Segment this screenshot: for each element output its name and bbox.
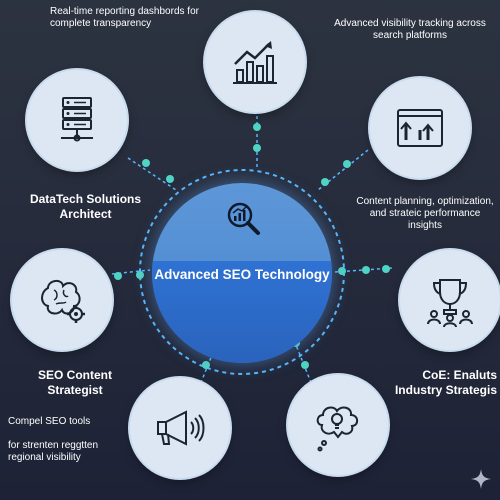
lightbulb-idea-icon bbox=[316, 406, 359, 452]
node-top bbox=[205, 12, 305, 112]
connector-dot bbox=[362, 266, 370, 274]
label-top-right: Advanced visibility tracking across sear… bbox=[334, 18, 486, 41]
connector-top-right bbox=[317, 149, 369, 191]
hub-title: Advanced SEO Technology bbox=[154, 267, 330, 282]
connector-bottom-right bbox=[289, 329, 313, 386]
analytics-growth-icon bbox=[397, 109, 443, 147]
node-bottom-left bbox=[130, 378, 230, 478]
connector-top-left bbox=[127, 157, 177, 191]
node-top-left bbox=[27, 70, 127, 170]
trending-chart-icon bbox=[233, 41, 277, 84]
label-right: CoE: Enaluts Industry Strategis bbox=[394, 368, 497, 397]
central-hub: Advanced SEO Technology bbox=[152, 183, 332, 363]
label-left: SEO Content Strategist bbox=[38, 368, 112, 397]
label-top: Real-time reporting dashbords for comple… bbox=[50, 6, 199, 29]
connector-dot bbox=[382, 265, 390, 273]
connector-dot bbox=[202, 361, 210, 369]
label-content-planning: Content planning, optimization, and stra… bbox=[356, 196, 494, 231]
connector-dot bbox=[253, 123, 261, 131]
server-network-icon bbox=[61, 97, 93, 142]
megaphone-icon bbox=[157, 410, 205, 446]
connector-dot bbox=[343, 160, 351, 168]
connector-dot bbox=[114, 272, 122, 280]
connector-dot bbox=[301, 361, 309, 369]
sparkle-icon bbox=[471, 469, 491, 489]
node-top-right bbox=[370, 78, 470, 178]
connector-dot bbox=[321, 178, 329, 186]
label-bottom-left-line1: Compel SEO tools bbox=[8, 416, 91, 427]
node-left bbox=[12, 250, 112, 350]
connector-dot bbox=[338, 267, 346, 275]
label-top-left: DataTech Solutions Architect bbox=[29, 192, 142, 221]
hub-lower-half bbox=[152, 261, 332, 363]
connector-dot bbox=[166, 175, 174, 183]
label-bottom-left-line2: for strenten reggtten regional visibilit… bbox=[8, 440, 99, 463]
connector-dot bbox=[253, 144, 261, 152]
connector-bottom-left bbox=[199, 329, 223, 386]
node-bottom-right bbox=[288, 375, 388, 475]
node-right bbox=[400, 250, 500, 350]
connector-dot bbox=[136, 271, 144, 279]
magnifier-chart-icon bbox=[220, 195, 266, 241]
connector-dot bbox=[142, 159, 150, 167]
brain-gear-icon bbox=[41, 280, 85, 323]
trophy-team-icon bbox=[427, 279, 473, 328]
